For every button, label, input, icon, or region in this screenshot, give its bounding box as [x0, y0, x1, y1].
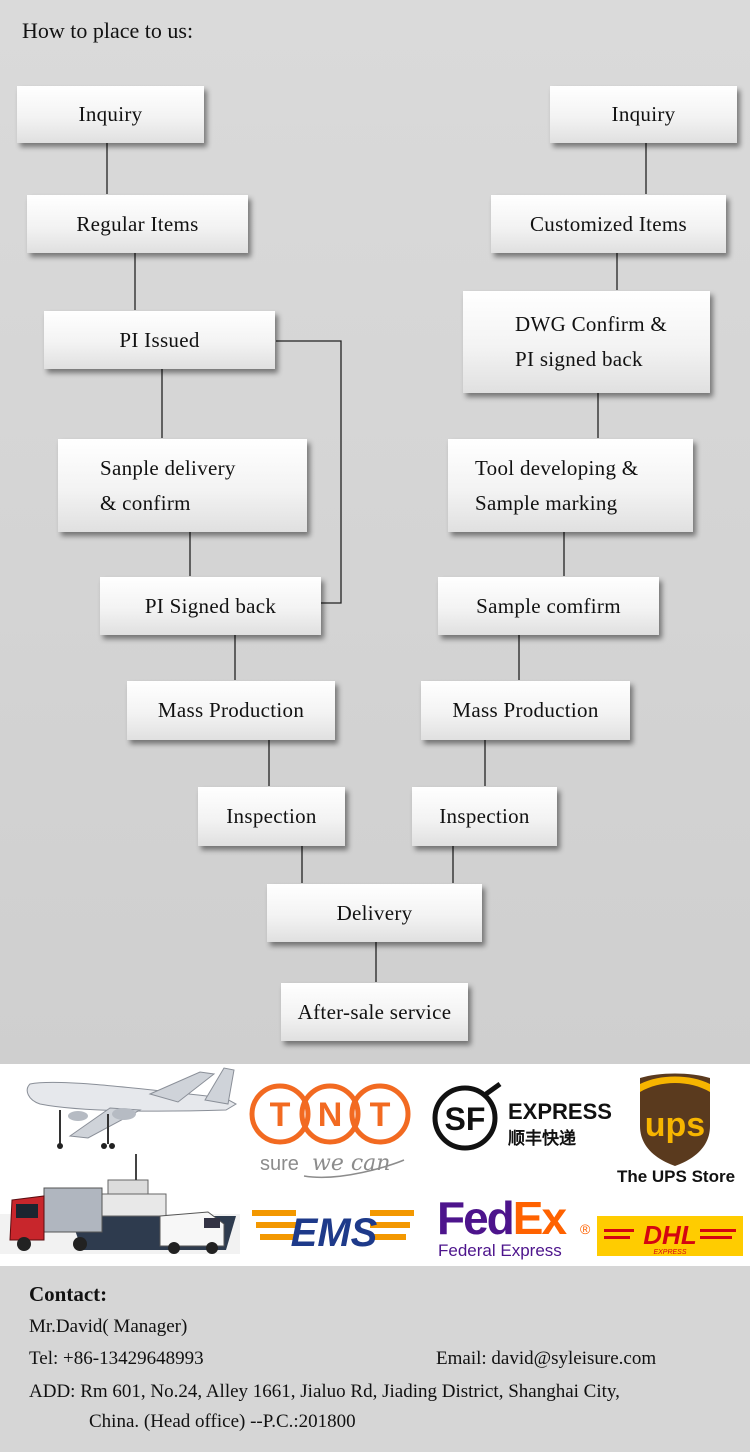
sf-express-text: EXPRESS	[508, 1099, 612, 1124]
right-step-customized-items: Customized Items	[491, 195, 726, 253]
page-heading: How to place to us:	[22, 18, 194, 43]
sf-mark: SF	[445, 1101, 486, 1137]
ups-store-text: The UPS Store	[617, 1167, 735, 1186]
fedex-logo: FedEx ® Federal Express	[437, 1192, 591, 1260]
svg-text:FedEx: FedEx	[437, 1192, 567, 1244]
contact-title: Contact:	[29, 1282, 108, 1306]
truck-ship-van-icon	[0, 1154, 240, 1254]
left-step-mass-production: Mass Production	[127, 681, 335, 740]
ems-logo: EMS	[252, 1210, 414, 1255]
left-step-pi-signed-back: PI Signed back	[100, 577, 321, 635]
logos-svg: T N T sure we can SF EXPRESS 顺丰快递 ups T	[0, 1067, 743, 1260]
svg-text:N: N	[318, 1096, 343, 1134]
contact-address-line-2: China. (Head office) --P.C.:201800	[89, 1411, 356, 1432]
right-step-mass-production: Mass Production	[421, 681, 630, 740]
contact-section: Contact: Mr.David( Manager) Tel: +86-134…	[0, 1266, 750, 1452]
right-step-dwg-confirm: DWG Confirm & PI signed back	[463, 291, 710, 393]
shipping-logos-strip: T N T sure we can SF EXPRESS 顺丰快递 ups T	[0, 1064, 750, 1266]
left-step-regular-items: Regular Items	[27, 195, 248, 253]
order-process-flowchart: How to place to us: I	[0, 0, 750, 1064]
sf-express-logo: SF EXPRESS 顺丰快递	[432, 1081, 612, 1151]
left-step-inquiry: Inquiry	[17, 86, 204, 143]
right-step-tool-developing: Tool developing & Sample marking	[448, 439, 693, 532]
contact-tel[interactable]: Tel: +86-13429648993	[29, 1348, 204, 1369]
left-step-sample-delivery: Sanple delivery & confirm	[58, 439, 307, 532]
connector-loop	[276, 340, 342, 604]
sf-chinese-text: 顺丰快递	[508, 1128, 576, 1149]
svg-text:T: T	[270, 1096, 291, 1134]
ems-text: EMS	[291, 1211, 378, 1255]
fedex-fed: Fed	[437, 1192, 513, 1244]
contact-name: Mr.David( Manager)	[29, 1316, 188, 1337]
airplane-icon	[26, 1067, 238, 1149]
right-step-inquiry: Inquiry	[550, 86, 737, 143]
flow-connectors	[106, 143, 647, 982]
fedex-reg: ®	[580, 1221, 591, 1237]
step-delivery: Delivery	[267, 884, 482, 942]
left-step-pi-issued: PI Issued	[44, 311, 275, 369]
dhl-sub: EXPRESS	[653, 1249, 686, 1256]
fedex-sub: Federal Express	[438, 1241, 562, 1260]
fedex-ex: Ex	[513, 1192, 568, 1244]
svg-text:T: T	[370, 1096, 391, 1134]
right-step-sample-confirm: Sample comfirm	[438, 577, 659, 635]
ups-logo: ups The UPS Store	[617, 1073, 735, 1186]
contact-email[interactable]: Email: david@syleisure.com	[436, 1348, 657, 1369]
right-step-inspection: Inspection	[412, 787, 557, 846]
tnt-logo: T N T sure we can	[249, 1083, 411, 1179]
contact-address-line-1: ADD: Rm 601, No.24, Alley 1661, Jialuo R…	[29, 1381, 620, 1402]
tnt-tagline-we-can: we can	[312, 1151, 390, 1176]
ups-mark: ups	[645, 1106, 705, 1144]
dhl-logo: DHL EXPRESS	[597, 1216, 743, 1256]
left-step-inspection: Inspection	[198, 787, 345, 846]
tnt-tagline-sure: sure	[260, 1153, 299, 1175]
dhl-text: DHL	[643, 1220, 696, 1250]
step-after-sale-service: After-sale service	[281, 983, 468, 1041]
